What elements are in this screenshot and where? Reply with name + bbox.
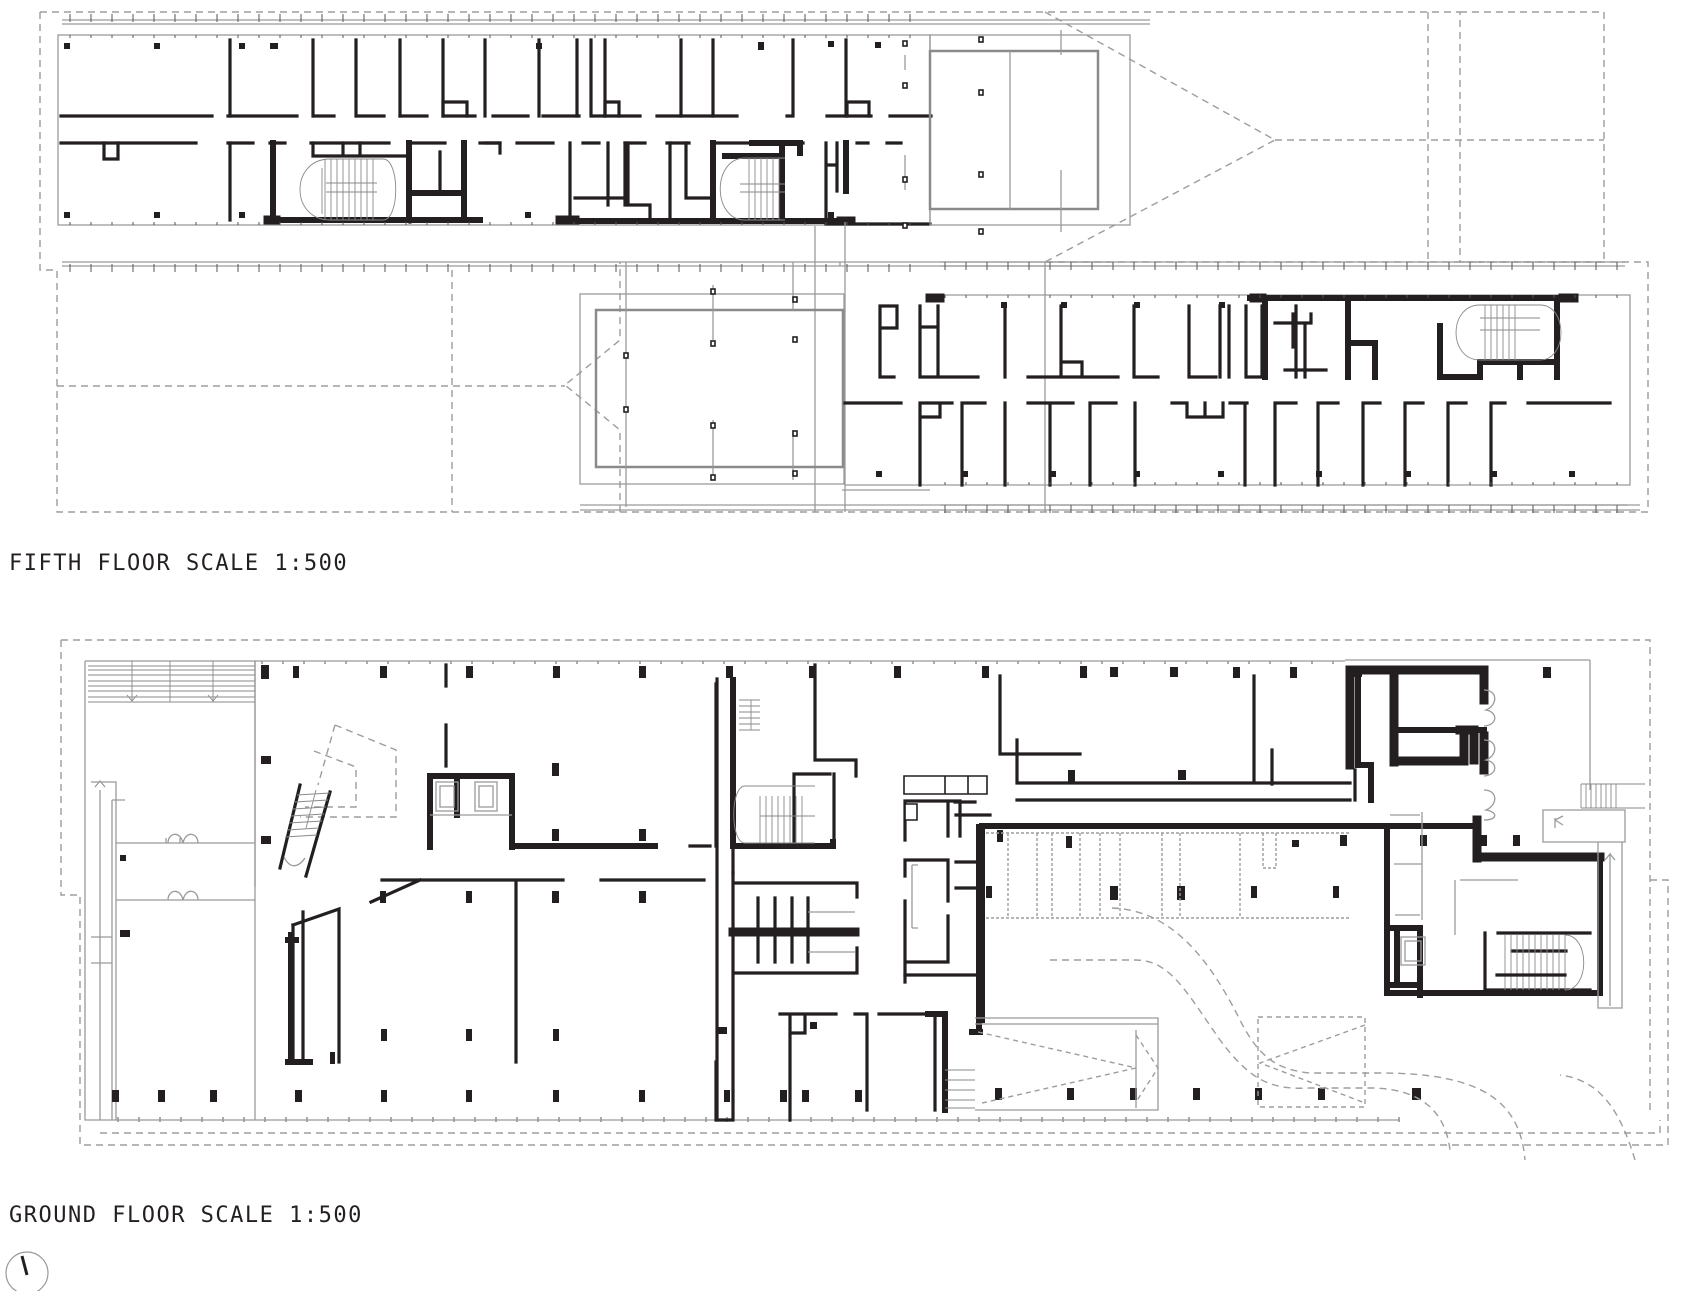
ground-floor-plan xyxy=(60,639,1669,1161)
ground-floor-caption: GROUND FLOOR SCALE 1:500 xyxy=(9,1203,363,1228)
north-arrow-icon xyxy=(5,1251,49,1291)
fifth-floor-plan xyxy=(39,11,1649,1122)
fifth-floor-caption: FIFTH FLOOR SCALE 1:500 xyxy=(9,551,349,576)
